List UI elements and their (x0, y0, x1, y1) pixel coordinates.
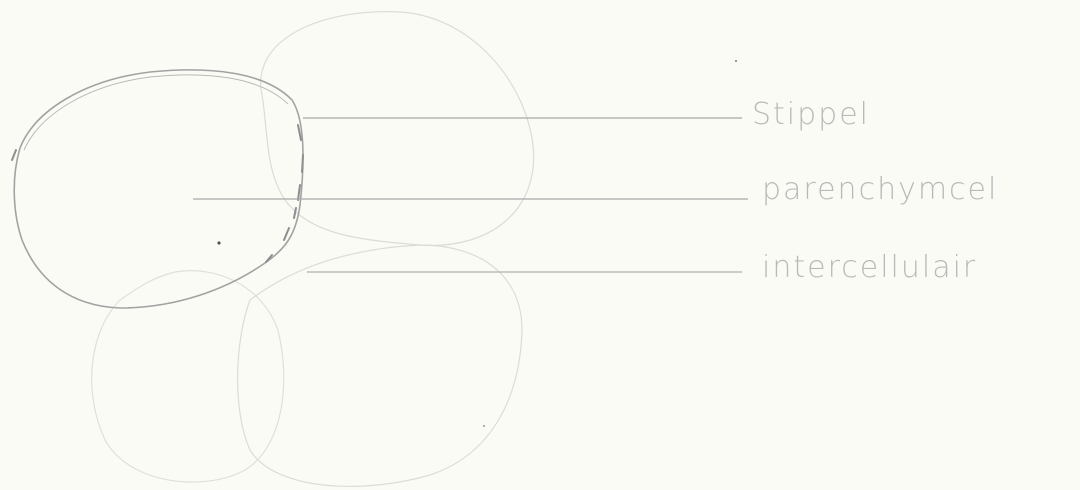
background-cell-bottom-right (238, 245, 522, 486)
background-cell-bottom-left (92, 271, 284, 482)
pencil-dot (735, 60, 737, 62)
pencil-dot (217, 241, 220, 244)
label-stippel: Stippel (752, 100, 870, 130)
label-intercellulair: intercellulair (762, 253, 977, 283)
pencil-dot (483, 425, 485, 427)
parenchyma-cell-inner-wall (24, 75, 288, 150)
pit-marks (12, 125, 303, 262)
parenchyma-cell-outline (14, 70, 303, 308)
label-parenchymcel: parenchymcel (762, 175, 998, 205)
